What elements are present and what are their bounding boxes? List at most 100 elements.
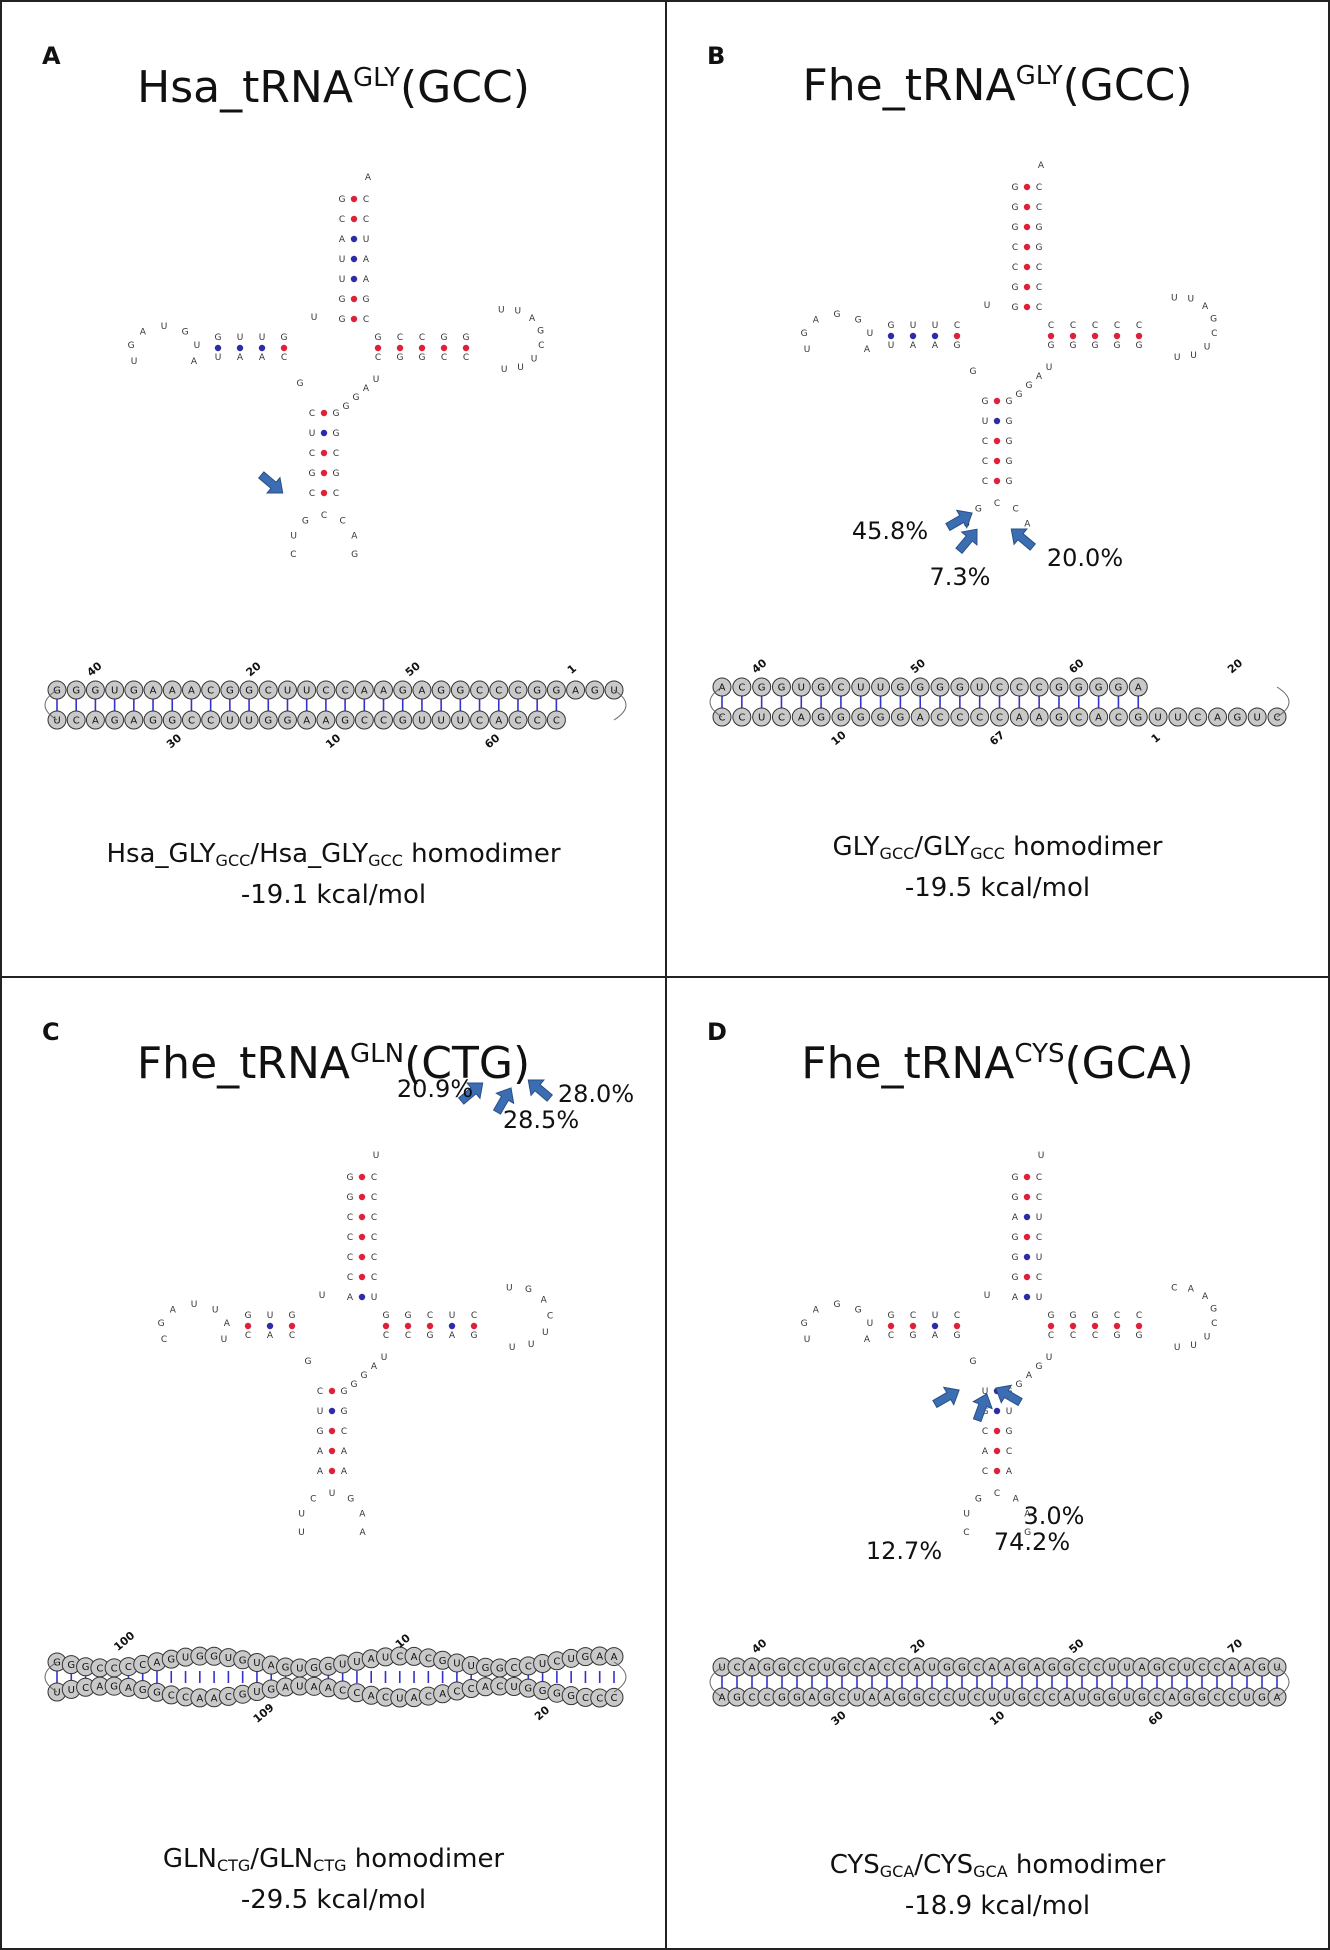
nucleotide: C: [290, 550, 296, 560]
nucleotide: A: [1188, 1284, 1195, 1294]
nucleotide: A: [1034, 1663, 1041, 1674]
nucleotide: G: [158, 1319, 165, 1329]
nucleotide: A: [1095, 713, 1102, 724]
nucleotide: U: [468, 1661, 475, 1672]
nucleotide: G: [339, 295, 346, 305]
nucleotide-circle: [374, 680, 394, 700]
nucleotide: U: [823, 1663, 830, 1674]
nucleotide: G: [817, 683, 825, 694]
nucleotide: U: [296, 1682, 303, 1693]
nucleotide: U: [804, 345, 811, 355]
nucleotide: C: [1036, 283, 1042, 293]
nucleotide: C: [794, 1663, 801, 1674]
nucleotide-circle: [1029, 707, 1049, 727]
caption-line-1: CYSGCA/CYSGCA homodimer: [667, 1848, 1328, 1889]
nucleotide-circle: [277, 680, 297, 700]
caption-sub-a: GCC: [215, 851, 251, 870]
nucleotide: C: [974, 1693, 981, 1704]
base-pair-dot: [953, 1322, 961, 1330]
nucleotide-circle: [105, 710, 125, 730]
nucleotide: C: [1034, 1693, 1041, 1704]
nucleotide: A: [864, 1335, 871, 1345]
nucleotide-circle: [374, 710, 394, 730]
base-pair-dot: [382, 1322, 390, 1330]
position-number: 10: [829, 728, 849, 748]
nucleotide: U: [382, 1652, 389, 1663]
nucleotide-circle: [220, 680, 240, 700]
base-pair-dot: [358, 1233, 366, 1241]
nucleotide: C: [182, 1692, 189, 1703]
nucleotide-circle: [258, 680, 278, 700]
nucleotide: G: [149, 716, 157, 727]
nucleotide: C: [514, 716, 521, 727]
nucleotide-circle: [1188, 707, 1208, 727]
nucleotide: G: [239, 1690, 247, 1701]
nucleotide: C: [963, 1528, 969, 1538]
nucleotide: C: [1136, 321, 1142, 331]
caption-tail: homodimer: [346, 1844, 505, 1874]
nucleotide-circle: [85, 680, 105, 700]
nucleotide: C: [265, 686, 272, 697]
nucleotide: U: [1243, 1693, 1250, 1704]
base-pair-dot: [320, 469, 328, 477]
nucleotide: G: [855, 315, 862, 325]
caption-separator: /: [914, 832, 924, 862]
nucleotide-circle: [1069, 677, 1089, 697]
nucleotide: C: [1154, 1693, 1161, 1704]
base-pair-dot: [1023, 243, 1031, 251]
position-number: 30: [164, 731, 184, 751]
nucleotide: G: [838, 1663, 846, 1674]
nucleotide: C: [719, 713, 726, 724]
nucleotide: G: [110, 1682, 118, 1693]
nucleotide: G: [399, 686, 407, 697]
nucleotide-circle: [316, 680, 336, 700]
homodimer-caption: GLYGCC/GLYGCC homodimer-19.5 kcal/mol: [667, 830, 1328, 905]
nucleotide: U: [1190, 351, 1197, 361]
nucleotide: G: [525, 1285, 532, 1295]
base-pair-dot: [462, 344, 470, 352]
nucleotide-circle: [1069, 707, 1089, 727]
nucleotide: G: [1036, 243, 1043, 253]
nucleotide: U: [1273, 1663, 1280, 1674]
nucleotide: C: [1036, 1173, 1042, 1183]
base-pair-dot: [396, 344, 404, 352]
nucleotide: U: [982, 417, 989, 427]
homodimer-caption: CYSGCA/CYSGCA homodimer-18.9 kcal/mol: [667, 1848, 1328, 1923]
position-number: 40: [84, 659, 104, 679]
nucleotide: A: [282, 1682, 289, 1693]
nucleotide: C: [954, 321, 960, 331]
nucleotide: C: [468, 1684, 475, 1695]
nucleotide: C: [996, 713, 1003, 724]
homodimer-caption: GLNCTG/GLNCTG homodimer-29.5 kcal/mol: [2, 1842, 665, 1917]
nucleotide: U: [225, 1653, 232, 1664]
nucleotide-circle: [277, 710, 297, 730]
percent-label: 74.2%: [994, 1528, 1070, 1556]
caption-tail: homodimer: [402, 839, 561, 869]
title-main: Fhe_tRNA: [136, 1038, 350, 1089]
base-pair-dot: [993, 437, 1001, 445]
nucleotide-circle: [85, 710, 105, 730]
nucleotide: U: [363, 235, 370, 245]
nucleotide: U: [161, 322, 168, 332]
nucleotide: U: [1036, 1253, 1043, 1263]
position-number: 60: [482, 731, 502, 751]
nucleotide: G: [456, 686, 464, 697]
nucleotide-circle: [732, 677, 752, 697]
nucleotide: G: [1136, 341, 1143, 351]
nucleotide: C: [1211, 1319, 1217, 1329]
nucleotide: U: [515, 306, 522, 316]
nucleotide: U: [1174, 1343, 1181, 1353]
nucleotide: C: [397, 333, 403, 343]
nucleotide: A: [1038, 161, 1045, 171]
nucleotide: G: [778, 683, 786, 694]
nucleotide: G: [496, 1663, 504, 1674]
nucleotide: A: [1064, 1693, 1071, 1704]
nucleotide: G: [1006, 1427, 1013, 1437]
nucleotide: G: [1012, 203, 1019, 213]
nucleotide: G: [1115, 683, 1123, 694]
nucleotide: G: [351, 1380, 358, 1390]
nucleotide: C: [1079, 1663, 1086, 1674]
nucleotide-circle: [470, 680, 490, 700]
nucleotide: U: [339, 1659, 346, 1670]
base-pair-dot: [1113, 1322, 1121, 1330]
